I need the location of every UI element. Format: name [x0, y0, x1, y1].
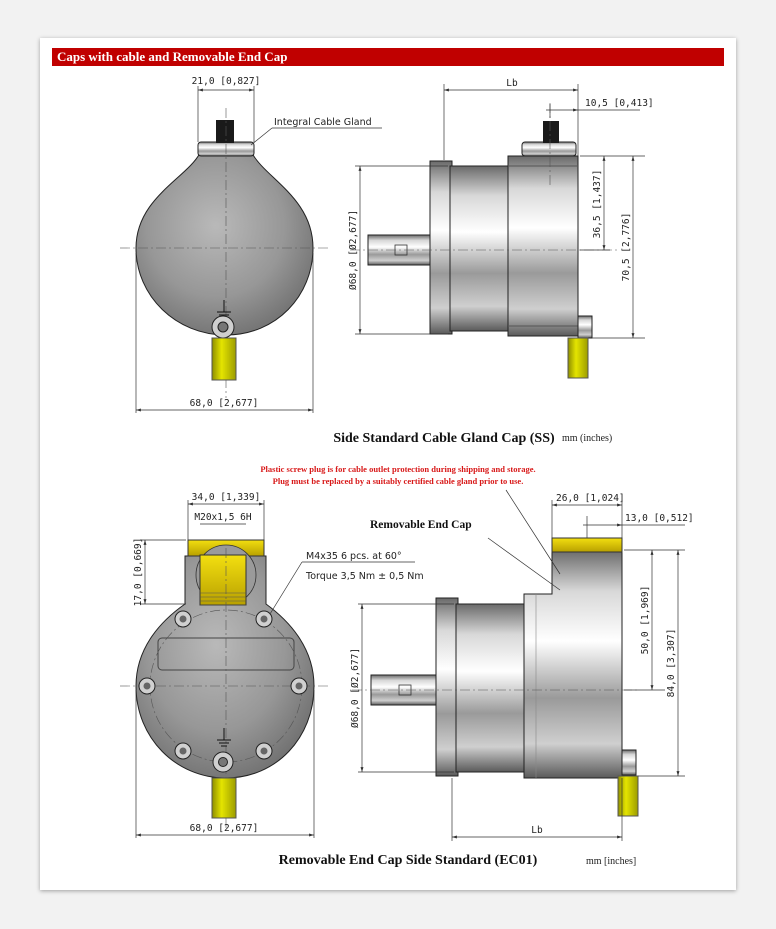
technical-drawing: 21,0 [0,827] Integral Cable Gland 68,0 […	[120, 76, 694, 868]
caption-top: Side Standard Cable Gland Cap (SS)	[333, 431, 555, 446]
notice-line-1: Plastic screw plug is for cable outlet p…	[260, 464, 535, 474]
datasheet-page: Caps with cable and Removable End Cap	[40, 38, 736, 890]
units-bottom: mm [inches]	[586, 856, 636, 867]
dim-lb-bottom: Lb	[531, 825, 543, 836]
dim-cap-width: 34,0 [1,339]	[192, 492, 261, 503]
dim-offset-top: 10,5 [0,413]	[585, 98, 654, 109]
units-top: mm (inches)	[562, 433, 612, 444]
section-title: Caps with cable and Removable End Cap	[57, 49, 288, 64]
ground-symbol-bottom	[217, 728, 231, 747]
dim-height-total-bottom: 84,0 [3,307]	[666, 629, 677, 698]
dim-body-width-top: 68,0 [2,677]	[190, 398, 259, 409]
dim-side-offset: 13,0 [0,512]	[625, 513, 694, 524]
bottom-front-view: 34,0 [1,339] M20x1,5 6H 17,0 [0,669] M4x…	[120, 492, 424, 838]
top-side-view: Lb 10,5 [0,413] 36,5 [1,437] 70,5 [2,776…	[348, 78, 654, 379]
dim-height-short-bottom: 50,0 [1,969]	[640, 586, 651, 655]
dim-cap-height: 17,0 [0,669]	[133, 538, 144, 607]
dim-body-width-bottom: 68,0 [2,677]	[190, 823, 259, 834]
dim-height-total-top: 70,5 [2,776]	[621, 213, 632, 282]
label-torque: Torque 3,5 Nm ± 0,5 Nm	[305, 571, 424, 582]
caption-bottom: Removable End Cap Side Standard (EC01)	[279, 853, 538, 868]
section-header-bar: Caps with cable and Removable End Cap	[52, 48, 724, 66]
dim-gland-width: 21,0 [0,827]	[192, 76, 261, 87]
bottom-side-view: 26,0 [1,024] 13,0 [0,512] 50,0 [1,969] 8…	[350, 489, 694, 841]
label-integral-cable-gland: Integral Cable Gland	[274, 117, 372, 128]
dim-diameter-bottom: Ø68,0 [Ø2,677]	[350, 648, 361, 728]
dim-thread: M20x1,5 6H	[194, 512, 251, 523]
dim-height-short-top: 36,5 [1,437]	[592, 170, 603, 239]
top-front-view: 21,0 [0,827] Integral Cable Gland 68,0 […	[120, 76, 382, 413]
dim-diameter-top: Ø68,0 [Ø2,677]	[348, 210, 359, 290]
label-screws: M4x35 6 pcs. at 60°	[306, 551, 402, 562]
dim-side-width: 26,0 [1,024]	[556, 493, 625, 504]
notice-line-2: Plug must be replaced by a suitably cert…	[273, 476, 524, 486]
dim-lb-top: Lb	[506, 78, 518, 89]
label-removable-end-cap: Removable End Cap	[370, 519, 472, 531]
mounting-screws	[138, 610, 308, 760]
